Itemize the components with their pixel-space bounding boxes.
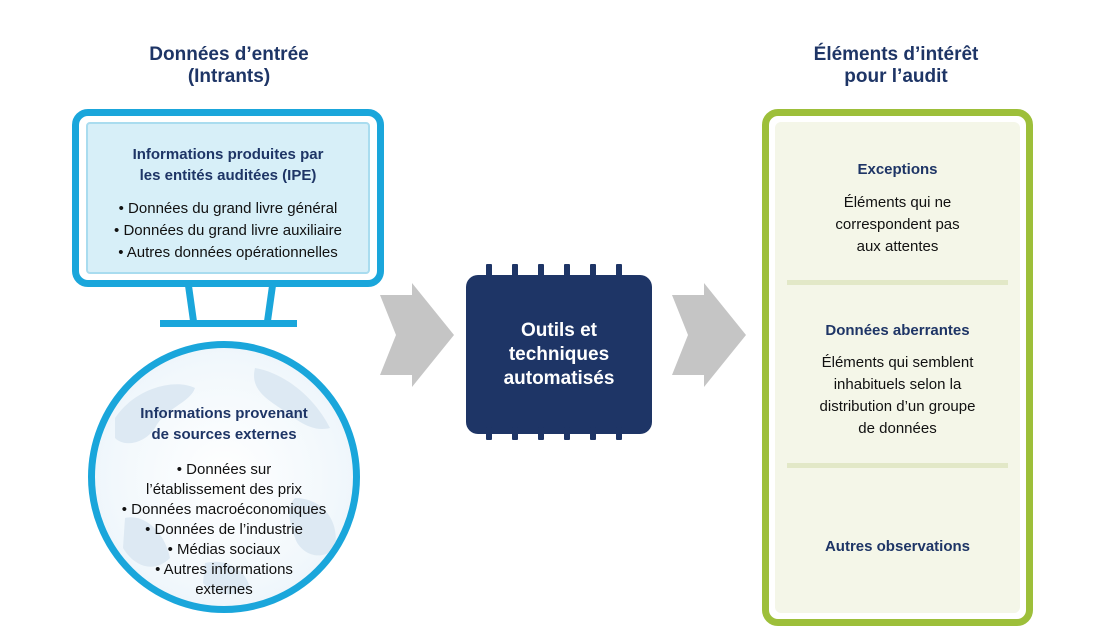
monitor-icon: Informations produites par les entités a… xyxy=(72,109,384,287)
chip-pin xyxy=(564,427,570,440)
tools-line3: automatisés xyxy=(503,368,615,389)
ipe-title: Informations produites par les entités a… xyxy=(88,144,368,186)
chip-pin xyxy=(616,427,622,440)
external-item: • Données sur xyxy=(176,461,272,478)
chip-pin xyxy=(590,427,596,440)
chip-pin xyxy=(486,427,492,440)
external-item: • Autres informations xyxy=(155,561,293,578)
outliers-title: Données aberrantes xyxy=(825,322,970,339)
external-item: l’établissement des prix xyxy=(146,481,302,498)
ipe-title-line2: les entités auditées (IPE) xyxy=(139,167,317,184)
output-heading-line1: Éléments d’intérêt xyxy=(813,44,979,65)
ipe-item-operational: Autres données opérationnelles xyxy=(88,242,368,264)
globe-continents xyxy=(115,368,336,595)
exceptions-title: Exceptions xyxy=(857,161,938,178)
input-heading: Données d’entrée (Intrants) xyxy=(98,44,360,88)
section-divider xyxy=(787,463,1008,468)
chip-pin xyxy=(590,264,596,277)
exceptions-text-line1: Éléments qui ne xyxy=(843,194,952,211)
other-observations-title: Autres observations xyxy=(824,538,971,555)
chip-pin xyxy=(538,264,544,277)
tools-line1: Outils et xyxy=(520,320,597,341)
outliers-text-line4: de données xyxy=(858,420,937,437)
audit-items-panel: Exceptions Éléments qui ne correspondent… xyxy=(775,122,1020,613)
chip-pin xyxy=(512,264,518,277)
audit-items-box: Exceptions Éléments qui ne correspondent… xyxy=(762,109,1033,626)
monitor-base xyxy=(160,320,297,327)
chip-pin xyxy=(512,427,518,440)
outliers-text-line2: inhabituels selon la xyxy=(833,376,962,393)
outliers-text-line3: distribution d’un groupe xyxy=(819,398,976,415)
exceptions-text: Éléments qui ne correspondent pas aux at… xyxy=(775,192,1020,258)
tools-line2: techniques xyxy=(508,344,610,365)
external-item: externes xyxy=(195,581,253,598)
external-item: • Données macroéconomiques xyxy=(121,501,327,518)
external-title-line2: de sources externes xyxy=(151,426,297,443)
chip-pin xyxy=(486,264,492,277)
exceptions-text-line2: correspondent pas xyxy=(835,216,960,233)
arrow-right-icon xyxy=(672,283,746,387)
chip-icon: Outils et techniques automatisés xyxy=(466,275,652,434)
output-heading: Éléments d’intérêt pour l’audit xyxy=(768,44,1024,88)
output-heading-line2: pour l’audit xyxy=(844,66,948,87)
outliers-text: Éléments qui semblent inhabituels selon … xyxy=(775,352,1020,440)
ipe-item-subledger: Données du grand livre auxiliaire xyxy=(88,220,368,242)
external-item: • Données de l’industrie xyxy=(145,521,303,538)
external-list: • Données sur l’établissement des prix •… xyxy=(95,460,353,600)
ipe-item-general-ledger: Données du grand livre général xyxy=(88,198,368,220)
external-title: Informations provenant de sources extern… xyxy=(95,403,353,445)
external-item: • Médias sociaux xyxy=(167,541,281,558)
arrow-right-icon xyxy=(380,283,454,387)
chip-pin xyxy=(616,264,622,277)
ipe-list: Données du grand livre général Données d… xyxy=(88,198,368,264)
input-heading-line2: (Intrants) xyxy=(187,66,271,87)
chip-pin xyxy=(538,427,544,440)
outliers-text-line1: Éléments qui semblent xyxy=(821,354,974,371)
external-title-line1: Informations provenant xyxy=(140,405,308,422)
globe-icon: Informations provenant de sources extern… xyxy=(88,341,360,613)
exceptions-text-line3: aux attentes xyxy=(856,238,939,255)
section-divider xyxy=(787,280,1008,285)
chip-pin xyxy=(564,264,570,277)
input-heading-line1: Données d’entrée xyxy=(149,44,309,65)
ipe-title-line1: Informations produites par xyxy=(132,146,324,163)
tools-label: Outils et techniques automatisés xyxy=(466,319,652,391)
monitor-screen: Informations produites par les entités a… xyxy=(86,122,370,274)
